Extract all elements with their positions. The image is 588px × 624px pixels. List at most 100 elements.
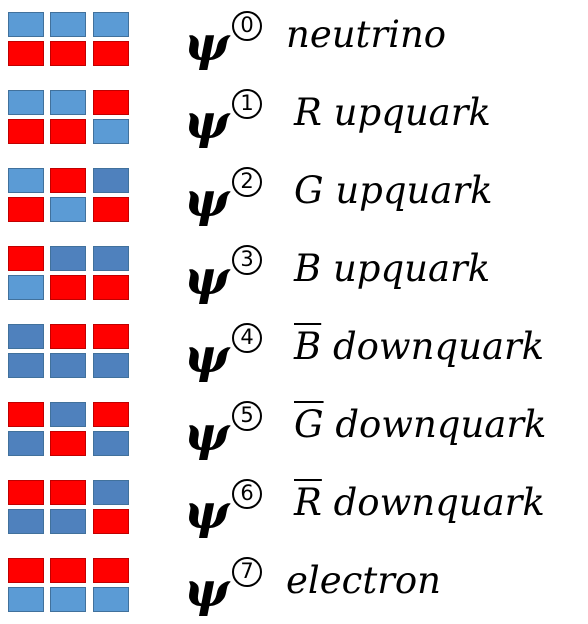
blue-cell: [93, 119, 129, 144]
red-cell: [93, 41, 129, 66]
blue-cell: [93, 431, 129, 456]
particle-label: neutrino: [286, 13, 447, 56]
red-cell: [8, 119, 44, 144]
circled-index: 7: [232, 557, 262, 587]
blue-cell: [8, 275, 44, 300]
blue-cell: [50, 587, 86, 612]
color-grid-0: [8, 12, 129, 67]
anti-color-label: G: [294, 403, 324, 446]
blue-cell: [50, 509, 86, 534]
color-grid-3: [8, 246, 129, 301]
anti-color-label: B: [294, 325, 322, 368]
red-cell: [93, 402, 129, 427]
blue-cell: [8, 90, 44, 115]
color-grid-7: [8, 558, 129, 613]
red-cell: [8, 246, 44, 271]
red-cell: [8, 558, 44, 583]
red-cell: [50, 431, 86, 456]
red-cell: [93, 275, 129, 300]
blue-cell: [93, 12, 129, 37]
color-grid-6: [8, 480, 129, 535]
blue-cell: [50, 12, 86, 37]
blue-cell: [8, 587, 44, 612]
blue-cell: [8, 353, 44, 378]
blue-cell: [50, 197, 86, 222]
psi-symbol: ψ: [184, 94, 230, 150]
red-cell: [50, 324, 86, 349]
blue-cell: [50, 353, 86, 378]
red-cell: [8, 197, 44, 222]
particle-name: electron: [286, 562, 441, 599]
blue-cell: [8, 431, 44, 456]
blue-cell: [50, 246, 86, 271]
red-cell: [93, 324, 129, 349]
red-cell: [93, 90, 129, 115]
blue-cell: [50, 90, 86, 115]
particle-name: B downquark: [294, 328, 544, 365]
particle-label: downquark: [321, 325, 545, 368]
psi-symbol: ψ: [184, 16, 230, 72]
particle-name: G upquark: [294, 172, 493, 209]
red-cell: [50, 275, 86, 300]
red-cell: [50, 480, 86, 505]
circled-index: 0: [232, 11, 262, 41]
red-cell: [93, 509, 129, 534]
red-cell: [8, 480, 44, 505]
psi-symbol: ψ: [184, 172, 230, 228]
particle-name: R upquark: [294, 94, 491, 131]
blue-cell: [8, 324, 44, 349]
particle-label: electron: [286, 559, 442, 602]
blue-cell: [50, 402, 86, 427]
red-cell: [50, 41, 86, 66]
color-grid-1: [8, 90, 129, 145]
particle-label: G upquark: [294, 169, 493, 212]
particle-name: R downquark: [294, 484, 545, 521]
circled-index: 5: [232, 401, 262, 431]
red-cell: [93, 558, 129, 583]
color-grid-4: [8, 324, 129, 379]
blue-cell: [93, 353, 129, 378]
circled-index: 4: [232, 323, 262, 353]
circled-index: 1: [232, 89, 262, 119]
red-cell: [8, 402, 44, 427]
psi-symbol: ψ: [184, 484, 230, 540]
particle-name: B upquark: [294, 250, 490, 287]
red-cell: [8, 41, 44, 66]
psi-symbol: ψ: [184, 562, 230, 618]
particle-label: downquark: [321, 481, 545, 524]
psi-symbol: ψ: [184, 328, 230, 384]
blue-cell: [8, 168, 44, 193]
red-cell: [50, 558, 86, 583]
particle-name: G downquark: [294, 406, 546, 443]
blue-cell: [93, 480, 129, 505]
psi-symbol: ψ: [184, 250, 230, 306]
circled-index: 2: [232, 167, 262, 197]
psi-symbol: ψ: [184, 406, 230, 462]
particle-name: neutrino: [286, 16, 446, 53]
color-grid-5: [8, 402, 129, 457]
particle-label: downquark: [323, 403, 547, 446]
circled-index: 3: [232, 245, 262, 275]
circled-index: 6: [232, 479, 262, 509]
blue-cell: [93, 168, 129, 193]
particle-label: B upquark: [294, 247, 491, 290]
color-grid-2: [8, 168, 129, 223]
red-cell: [50, 119, 86, 144]
blue-cell: [8, 12, 44, 37]
particle-label: R upquark: [294, 91, 491, 134]
blue-cell: [8, 509, 44, 534]
blue-cell: [93, 246, 129, 271]
anti-color-label: R: [294, 481, 322, 524]
red-cell: [93, 197, 129, 222]
red-cell: [50, 168, 86, 193]
blue-cell: [93, 587, 129, 612]
